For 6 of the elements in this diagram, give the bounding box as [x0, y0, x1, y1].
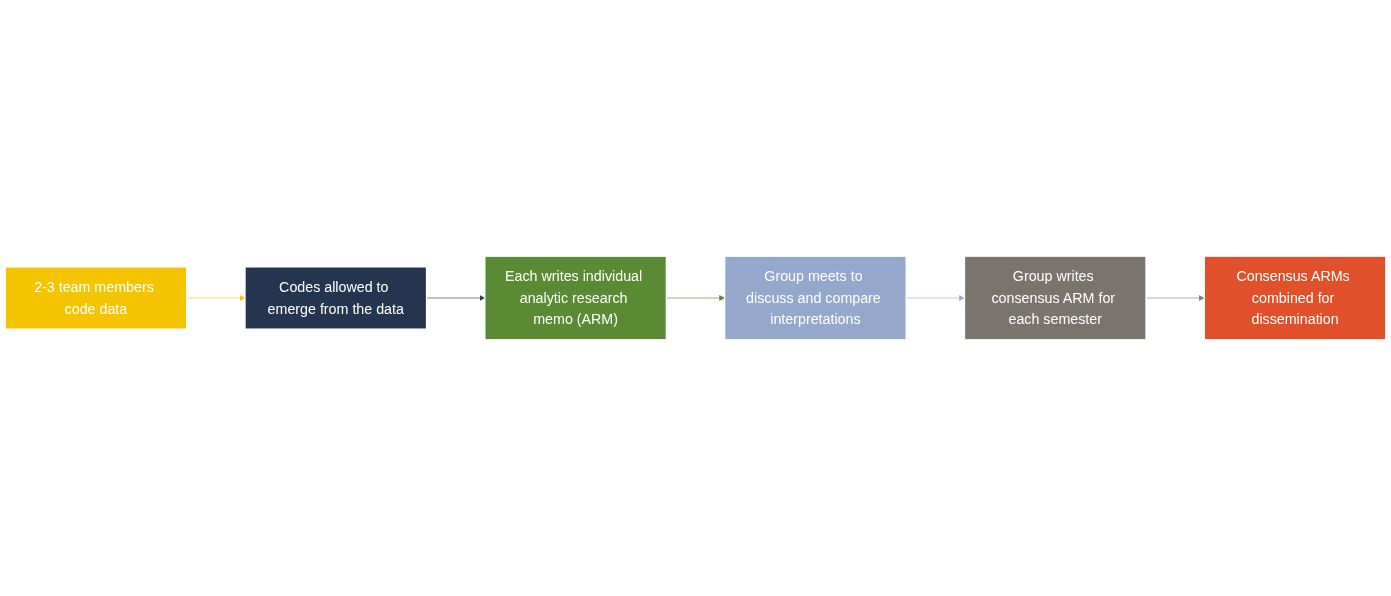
node-box: Codes allowed to emerge from the data [244, 266, 428, 330]
node-box: Each writes individual analytic research memo (ARM) [484, 255, 667, 341]
node-box: Consensus ARMs combined for dissemination [1203, 255, 1387, 341]
node-box: 2-3 team members code data [4, 266, 188, 330]
node-box: Group writes consensus ARM for each semester [963, 255, 1147, 341]
node-box: Group meets to discuss and compare interpretations [724, 255, 907, 341]
